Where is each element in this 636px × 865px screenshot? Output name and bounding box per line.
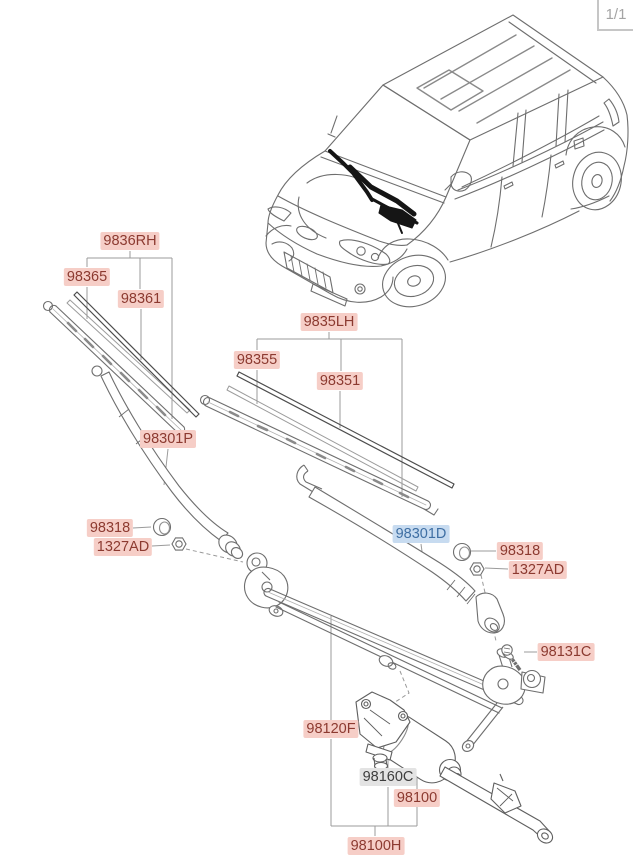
motor-mount-bracket — [355, 691, 411, 771]
motor-crank-arm — [439, 766, 554, 844]
body-side — [449, 89, 605, 263]
part-label-98100[interactable]: 98100 — [393, 788, 441, 808]
part-label-9835LH[interactable]: 9835LH — [300, 312, 358, 332]
linkage-rods — [263, 587, 524, 714]
part-label-98160C[interactable]: 98160C — [359, 767, 417, 787]
windshield-wipers-highlight — [328, 149, 419, 234]
pivot-cap-left — [152, 517, 172, 537]
part-label-98100H[interactable]: 98100H — [347, 836, 405, 856]
rear-end — [570, 76, 629, 210]
blade-rh-refill-strip — [73, 291, 200, 418]
part-label-98301D-selected[interactable]: 98301D — [392, 524, 450, 544]
blade-lh-refill-strip — [236, 371, 455, 489]
roof-ribs — [416, 34, 571, 124]
part-label-9836RH[interactable]: 9836RH — [100, 231, 160, 251]
mirror — [444, 171, 472, 192]
part-label-1327AD-right[interactable]: 1327AD — [508, 560, 568, 580]
wiper-blade-lh — [199, 371, 455, 516]
page-indicator: 1/1 — [597, 0, 633, 31]
pivot-cap-right — [452, 542, 472, 562]
part-label-98365[interactable]: 98365 — [63, 267, 111, 287]
part-label-98361[interactable]: 98361 — [117, 289, 165, 309]
pivot-assembly-left — [243, 552, 289, 617]
part-label-98351[interactable]: 98351 — [316, 371, 364, 391]
blade-rh-frame — [42, 300, 195, 442]
part-label-98355[interactable]: 98355 — [233, 350, 281, 370]
pivot-nut-right — [469, 562, 485, 576]
wiper-arm-lh — [296, 464, 505, 634]
part-label-98318-right[interactable]: 98318 — [496, 541, 544, 561]
wheels — [265, 126, 626, 308]
wiper-motor-assembly — [355, 691, 554, 844]
part-label-98120F[interactable]: 98120F — [303, 719, 359, 739]
part-label-98301P[interactable]: 98301P — [140, 429, 196, 449]
headlights — [267, 206, 391, 265]
blade-rh-rubber-strip — [66, 299, 191, 414]
pivot-nut-left — [171, 537, 187, 551]
part-label-1327AD-left[interactable]: 1327AD — [93, 537, 153, 557]
car-illustration — [265, 14, 629, 308]
blade-lh-frame — [199, 394, 439, 516]
part-label-98131C[interactable]: 98131C — [537, 642, 595, 662]
part-label-98318-left[interactable]: 98318 — [86, 518, 134, 538]
wiper-blade-rh — [42, 291, 200, 442]
page-indicator-text: 1/1 — [605, 6, 627, 23]
mounting-bolt — [501, 644, 522, 671]
grille-hatch — [283, 251, 334, 294]
blade-lh-rubber-strip — [226, 385, 419, 492]
